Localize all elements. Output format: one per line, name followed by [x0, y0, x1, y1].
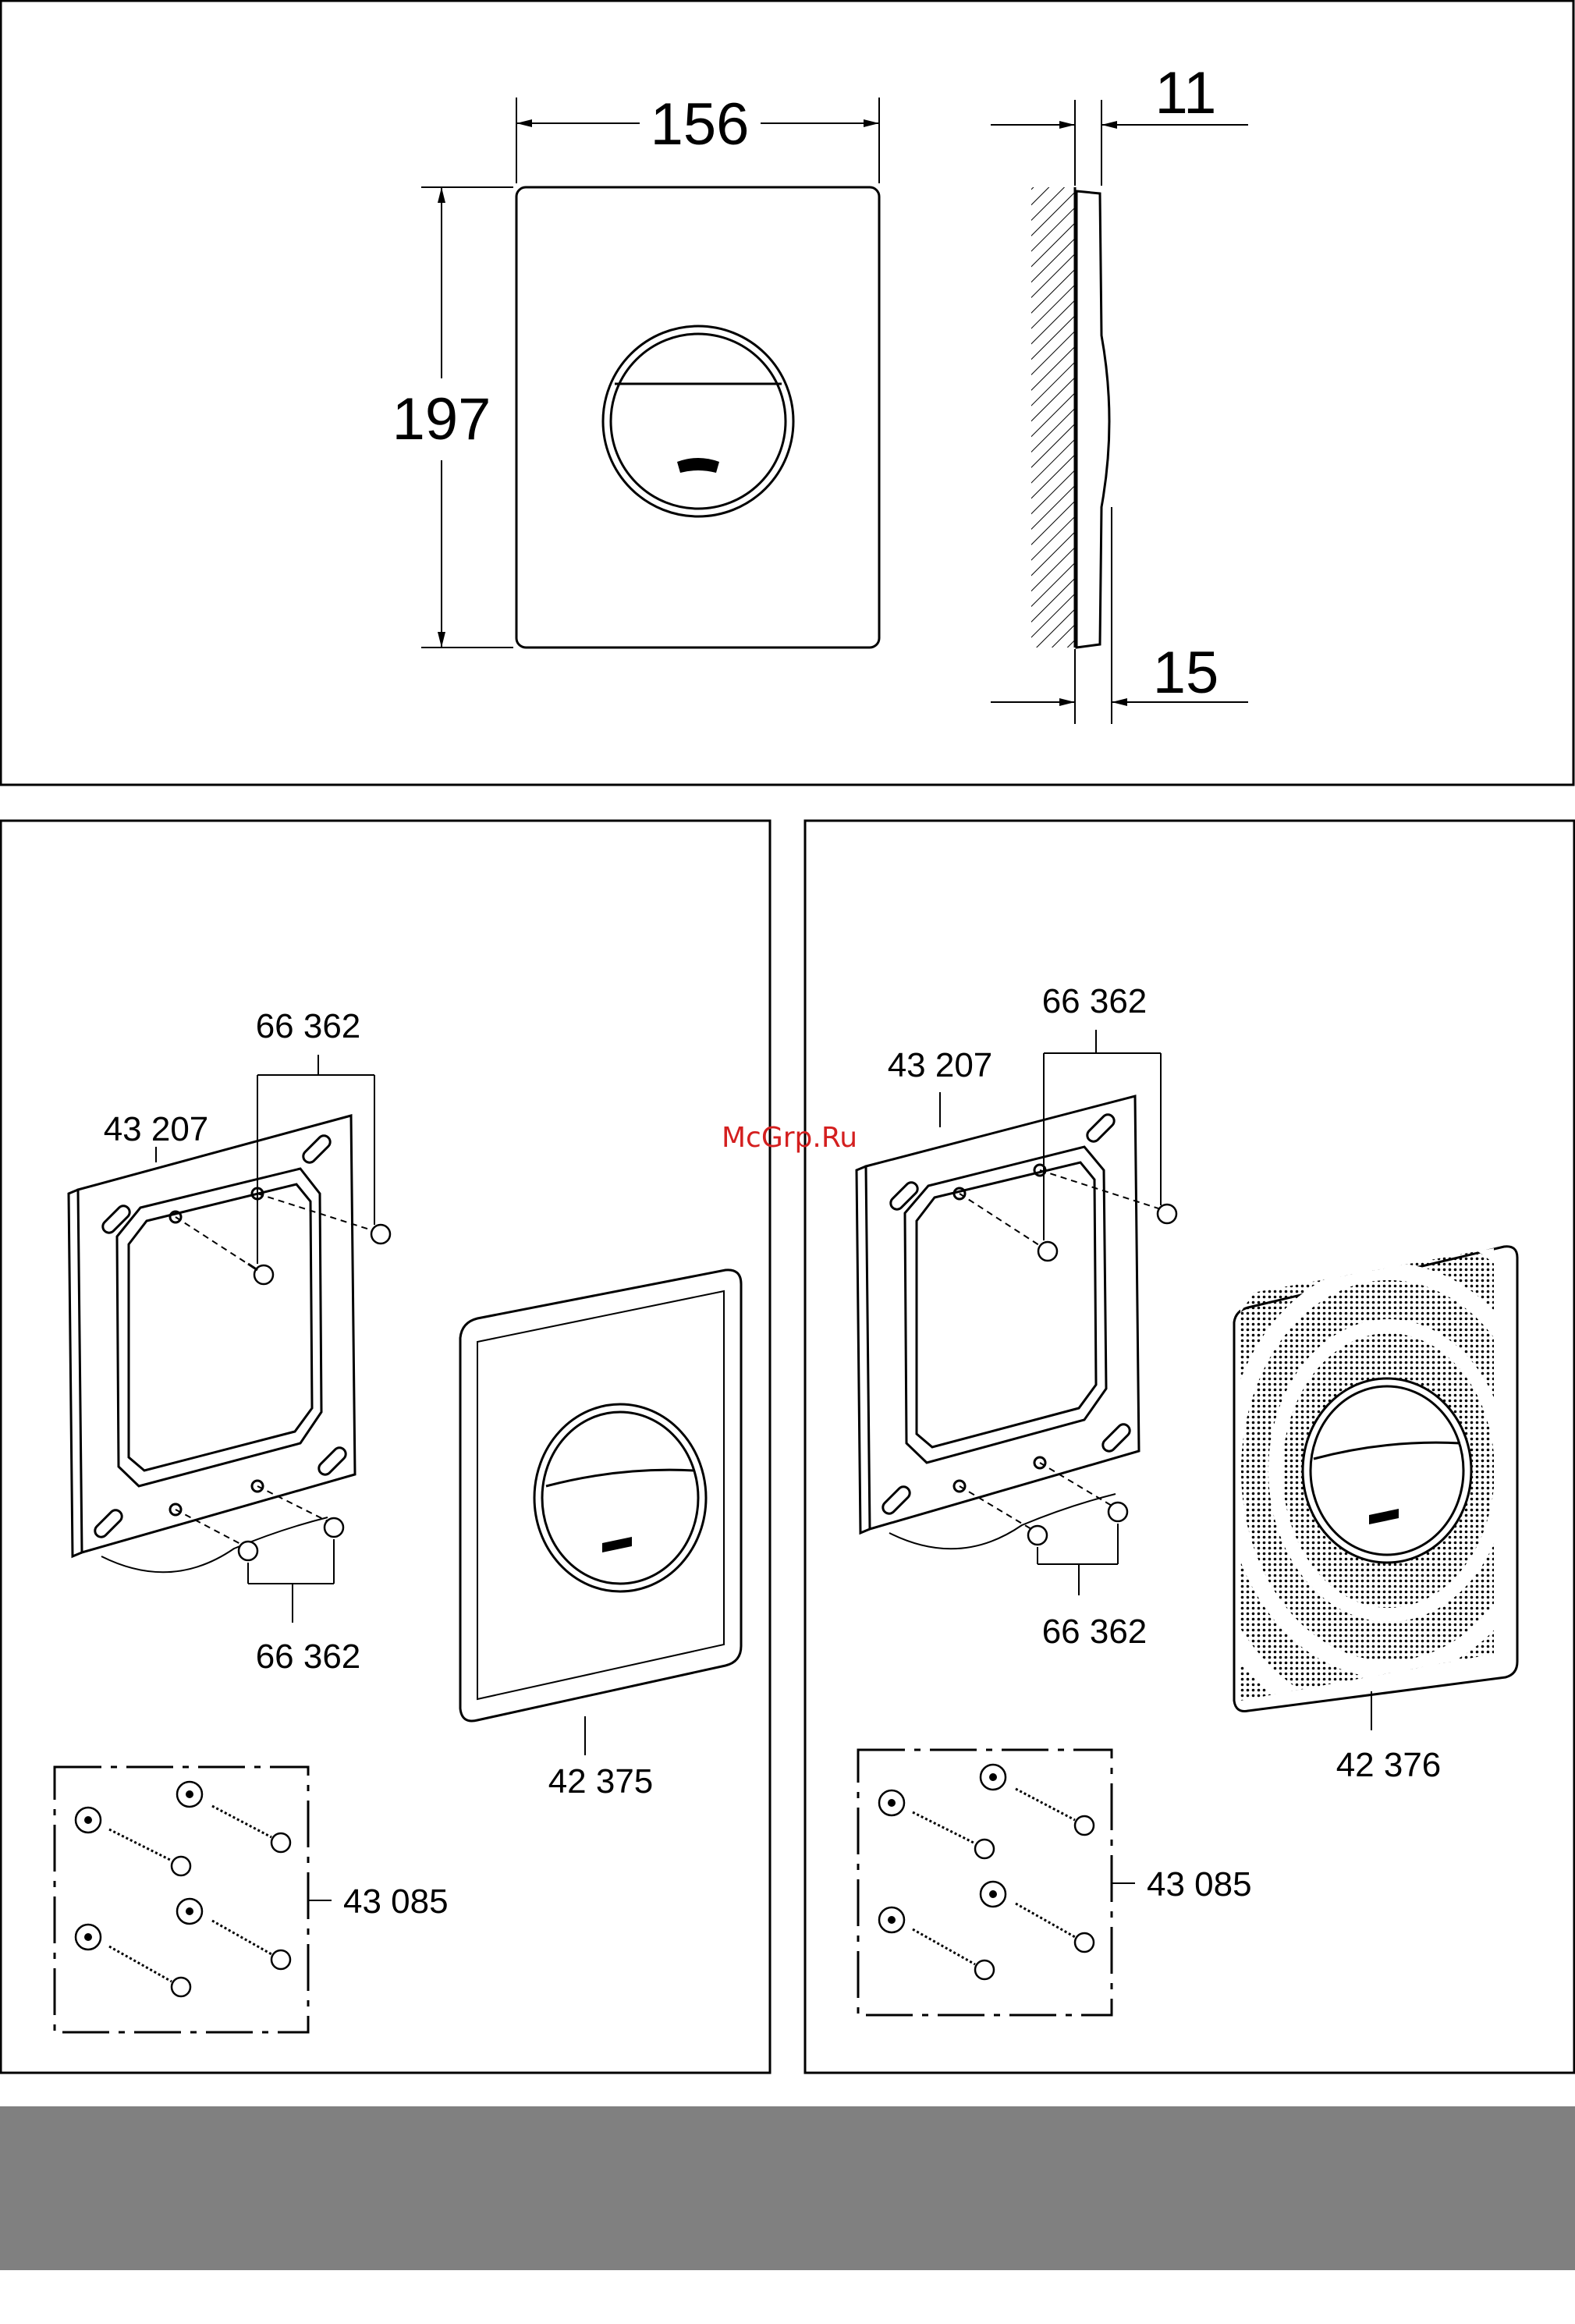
left-plate-label: 42 375 — [548, 1762, 654, 1801]
flush-button-outer-ring — [603, 326, 793, 516]
wall-plugs-box-left — [55, 1767, 308, 2032]
right-wall-plugs-label: 43 085 — [1147, 1865, 1252, 1904]
grohe-logo-icon — [677, 458, 719, 473]
left-frame-label: 43 207 — [104, 1110, 209, 1148]
footer-band — [0, 2106, 1575, 2270]
wall-plugs-box-right — [858, 1750, 1112, 2015]
wall-hatch — [1031, 187, 1075, 648]
mounting-frame-left — [69, 1116, 355, 1572]
dimension-panel: 156 197 11 15 — [1, 1, 1573, 785]
height-dimension: 197 — [392, 187, 513, 648]
width-value: 156 — [651, 91, 750, 158]
mounting-frame-right — [857, 1096, 1139, 1549]
screw-set-left — [76, 1782, 290, 1996]
side-view-plate — [1031, 187, 1109, 648]
side-profile — [1077, 191, 1109, 648]
left-screws-bottom-label: 66 362 — [256, 1637, 361, 1676]
front-view-plate — [516, 187, 879, 648]
depth-bottom-dimension: 15 — [991, 507, 1248, 724]
flush-plate-left — [460, 1270, 741, 1721]
watermark-text: McGrp.Ru — [722, 1122, 857, 1154]
screw-set-right — [879, 1765, 1094, 1979]
depth-bottom-value: 15 — [1153, 640, 1219, 706]
right-screws-bottom-label: 66 362 — [1042, 1613, 1148, 1651]
right-frame-label: 43 207 — [888, 1046, 993, 1084]
flush-button-inner-ring — [611, 334, 786, 509]
right-screws-top-label: 66 362 — [1042, 982, 1148, 1020]
flush-plate-right — [1139, 1158, 1575, 1783]
width-dimension: 156 — [516, 91, 879, 183]
right-plate-label: 42 376 — [1336, 1746, 1442, 1784]
left-screws-top-label: 66 362 — [256, 1007, 361, 1045]
right-kit-panel: 43 207 66 362 66 362 42 376 — [805, 821, 1575, 2073]
dimension-panel-border — [1, 1, 1573, 785]
left-wall-plugs-label: 43 085 — [343, 1882, 449, 1921]
height-value: 197 — [392, 386, 491, 452]
left-kit-panel: 43 207 66 362 66 362 42 375 — [1, 821, 770, 2073]
depth-top-value: 11 — [1155, 60, 1217, 126]
depth-top-dimension: 11 — [991, 60, 1248, 186]
flush-plate-outline — [516, 187, 879, 648]
